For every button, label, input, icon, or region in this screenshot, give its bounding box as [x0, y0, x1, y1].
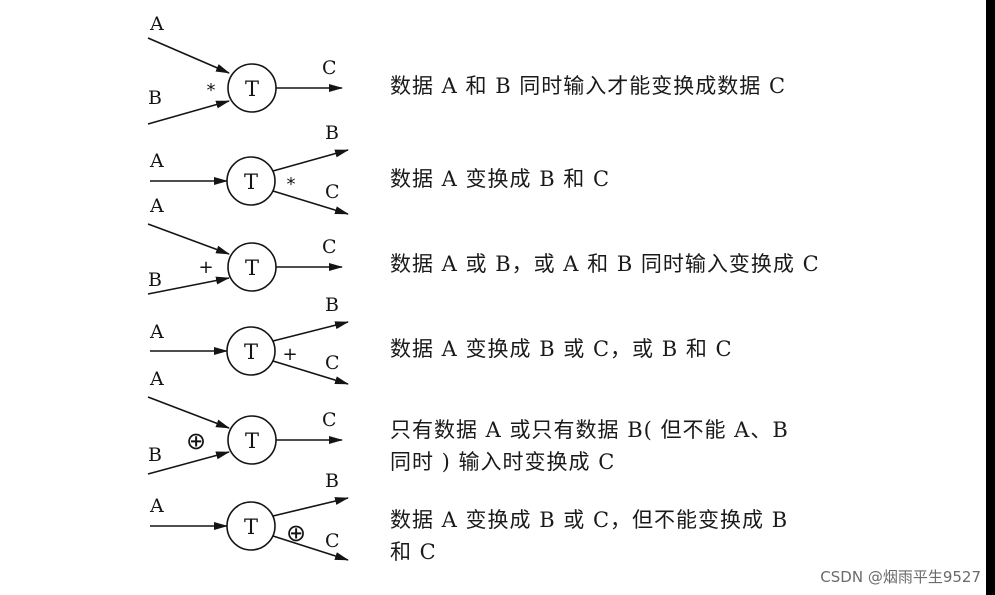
- output-label-c: C: [322, 409, 337, 431]
- process-node-label: T: [244, 340, 258, 364]
- right-edge-bar: [986, 0, 995, 595]
- xor-operator: ⊕: [186, 427, 206, 455]
- input-label-a: A: [149, 195, 164, 217]
- row-1-description: 数据 A 和 B 同时输入才能变换成数据 C: [390, 74, 787, 98]
- row-6-description-line-1: 数据 A 变换成 B 或 C，但不能变换成 B: [390, 508, 789, 532]
- output-label-b: B: [325, 470, 339, 492]
- input-arrow: [147, 451, 230, 475]
- process-node: [226, 326, 276, 376]
- or-operator: +: [198, 257, 213, 278]
- process-node-label: T: [245, 429, 259, 453]
- output-label-c: C: [322, 57, 337, 79]
- input-label-a: A: [149, 495, 164, 517]
- process-node-label: T: [245, 77, 259, 101]
- input-arrow: [147, 223, 230, 255]
- row-5-description-line-2: 同时 ) 输入时变换成 C: [390, 450, 616, 474]
- output-label-c: C: [322, 236, 337, 258]
- output-arrow: [272, 360, 349, 385]
- input-label-b: B: [148, 269, 162, 291]
- input-label-a: A: [149, 13, 164, 35]
- or-operator: +: [282, 344, 297, 365]
- process-node-label: T: [244, 515, 258, 539]
- output-arrow: [272, 190, 349, 215]
- row-1-symbol: T A B C *: [147, 13, 343, 125]
- process-node-label: T: [245, 256, 259, 280]
- input-arrow: [147, 100, 230, 125]
- watermark: CSDN @烟雨平生9527: [820, 568, 981, 586]
- input-label-b: B: [148, 444, 162, 466]
- and-operator: *: [207, 80, 216, 101]
- input-label-b: B: [148, 87, 162, 109]
- row-4-description: 数据 A 变换成 B 或 C，或 B 和 C: [390, 337, 733, 361]
- input-label-a: A: [149, 150, 164, 172]
- row-6-description-line-2: 和 C: [390, 540, 437, 564]
- output-arrow: [272, 321, 349, 342]
- xor-operator: ⊕: [286, 519, 306, 547]
- output-label-c: C: [325, 181, 340, 203]
- output-label-b: B: [325, 122, 339, 144]
- process-node: [226, 156, 276, 206]
- input-arrow: [147, 396, 230, 429]
- output-label-b: B: [325, 294, 339, 316]
- output-label-c: C: [325, 352, 340, 374]
- output-arrow: [272, 535, 349, 561]
- row-4-symbol: T A B C +: [149, 294, 349, 385]
- row-6-symbol: T A B C ⊕: [149, 470, 349, 561]
- input-label-a: A: [149, 321, 164, 343]
- row-5-description-line-1: 只有数据 A 或只有数据 B( 但不能 A、B: [390, 418, 789, 442]
- row-3-description: 数据 A 或 B，或 A 和 B 同时输入变换成 C: [390, 252, 820, 276]
- process-node: [226, 501, 276, 551]
- input-arrow: [147, 276, 230, 295]
- row-3-symbol: T A B C +: [147, 195, 343, 295]
- process-node-label: T: [244, 170, 258, 194]
- output-label-c: C: [325, 530, 340, 552]
- input-label-a: A: [149, 368, 164, 390]
- row-2-description: 数据 A 变换成 B 和 C: [390, 167, 611, 191]
- output-arrow: [272, 497, 349, 517]
- row-2-symbol: T A B C *: [149, 122, 349, 215]
- and-operator: *: [287, 174, 296, 195]
- input-arrow: [147, 37, 230, 74]
- row-5-symbol: T A B C ⊕: [147, 368, 343, 475]
- output-arrow: [272, 149, 349, 172]
